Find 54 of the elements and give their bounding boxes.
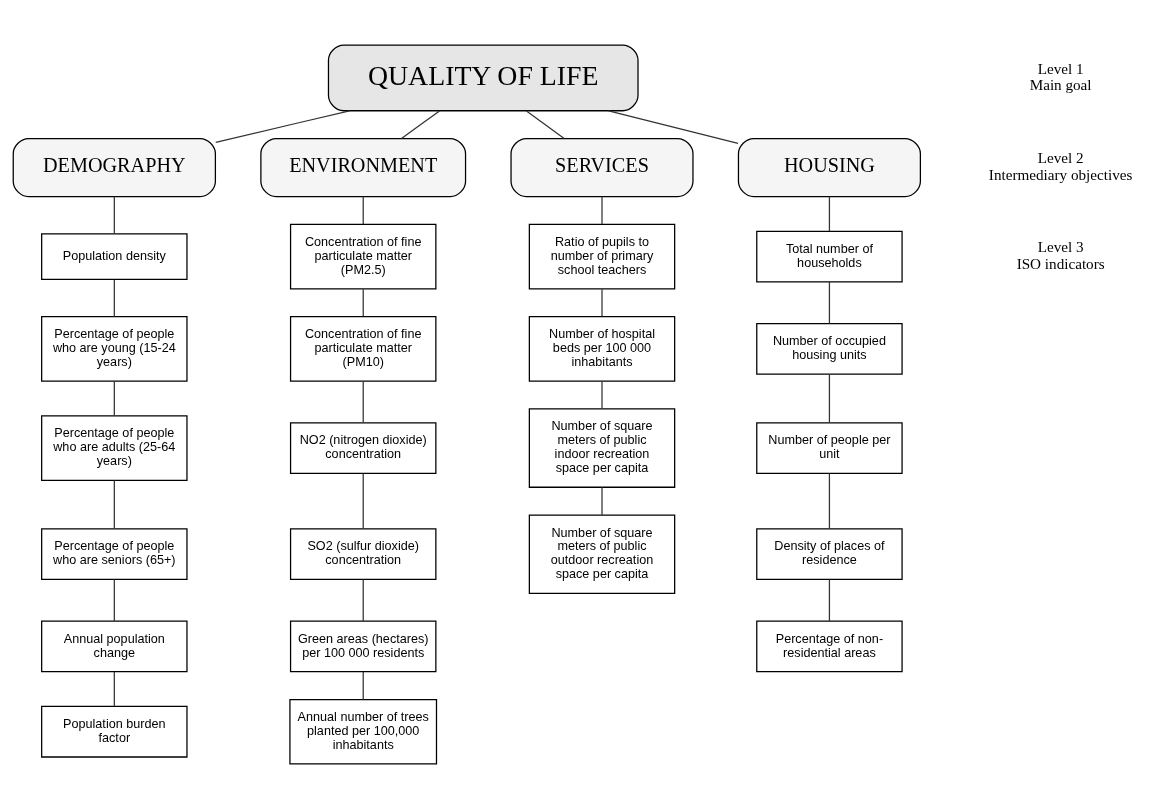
node-box: Population density — [41, 233, 188, 281]
node-box: DEMOGRAPHY — [12, 137, 216, 198]
connector — [362, 472, 364, 530]
node-box: SO2 (sulfur dioxide) concentration — [289, 528, 437, 581]
node-box: Number of people per unit — [756, 422, 903, 474]
connector — [362, 380, 364, 423]
connector — [362, 578, 364, 622]
node-box: Concentration of fine particulate matter (PM2.5) — [289, 223, 437, 290]
node-box: Percentage of people who are adults (25-64 years) — [41, 415, 188, 481]
label: Level 2 Intermediary objectives — [988, 149, 1133, 183]
node-box: Number of square meters of public outdoor recreation space per capita — [528, 514, 676, 594]
node-box: Number of square meters of public indoor recreation space per capita — [528, 408, 676, 488]
node-box: NO2 (nitrogen dioxide) concentration — [289, 422, 437, 474]
node-box: SERVICES — [510, 137, 694, 198]
node-box: Percentage of people who are seniors (65+) — [41, 528, 188, 581]
node-box: QUALITY OF LIFE — [327, 44, 639, 112]
node-box: Percentage of non-residential areas — [756, 620, 903, 673]
connector — [608, 110, 739, 144]
connector — [828, 196, 831, 232]
connector — [113, 479, 115, 530]
connector — [362, 196, 364, 225]
connector — [828, 472, 831, 530]
connector — [113, 279, 115, 318]
node-box: ENVIRONMENT — [260, 137, 467, 198]
node-box: Annual number of trees planted per 100,000 inhabitants — [289, 698, 438, 765]
node-box: Number of occupied housing units — [756, 323, 903, 375]
node-box: Total number of households — [756, 230, 903, 283]
connector — [362, 671, 364, 701]
connector — [113, 380, 115, 417]
connector — [828, 373, 831, 424]
connector — [113, 671, 115, 707]
connector — [601, 380, 603, 410]
node-box: Annual population change — [41, 620, 188, 673]
node-box: Number of hospital beds per 100 000 inhabitants — [528, 316, 676, 382]
label: Level 3 ISO indicators — [1016, 238, 1105, 272]
connector — [828, 281, 831, 325]
node-box: Population burden factor — [41, 705, 188, 758]
node-box: Ratio of pupils to number of primary school teachers — [528, 223, 676, 290]
connector — [113, 196, 115, 235]
connector — [400, 110, 441, 140]
node-box: Density of places of residence — [756, 528, 903, 581]
connector — [525, 110, 565, 140]
node-box: Green areas (hectares) per 100 000 residents — [289, 620, 437, 673]
node-box: HOUSING — [737, 137, 921, 198]
connector — [828, 578, 831, 622]
label: Level 1 Main goal — [1029, 59, 1092, 94]
connector — [215, 110, 351, 143]
node-box: Concentration of fine particulate matter (PM10) — [289, 316, 437, 382]
connector — [362, 288, 364, 317]
connector — [601, 288, 603, 317]
connector — [601, 196, 603, 225]
node-box: Percentage of people who are young (15-24 years) — [41, 316, 188, 382]
connector — [601, 486, 603, 516]
connector — [113, 578, 115, 622]
